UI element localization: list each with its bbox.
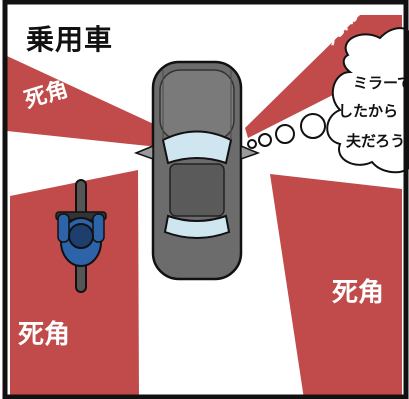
rider-left-arm — [57, 213, 70, 243]
thought-dot-xlarge — [300, 113, 326, 139]
thought-dot-mid — [258, 133, 272, 147]
vehicle-type-title: 乗用車 — [26, 23, 114, 56]
blind-spot-left-front — [7, 56, 158, 147]
motorcycle-rider-icon — [55, 179, 107, 293]
car-windshield — [161, 130, 233, 165]
thought-text-line-1: ミラーで — [353, 74, 409, 92]
thought-bubble-icon — [247, 27, 409, 174]
thought-text-line-2: したから — [338, 102, 399, 120]
thought-cloud — [326, 27, 409, 174]
car-roof — [169, 163, 225, 217]
blind-spot-label-right-rear: 死角 — [332, 278, 385, 308]
blind-spot-left-rear — [10, 170, 139, 399]
car-hood — [159, 69, 235, 141]
thought-text-line-3: 夫だろう — [346, 132, 406, 150]
rider-right-arm — [92, 213, 105, 243]
thought-dot-small — [247, 139, 257, 149]
car-right-mirror — [240, 144, 261, 161]
blind-spot-right-rear — [270, 174, 402, 399]
blind-spot-label-left-rear: 死角 — [18, 320, 71, 350]
car-left-mirror — [133, 144, 154, 161]
car-rear-window — [163, 214, 231, 239]
car-top-view-icon — [133, 60, 261, 281]
rider-helmet — [68, 223, 94, 249]
thought-dot-large — [275, 124, 295, 144]
